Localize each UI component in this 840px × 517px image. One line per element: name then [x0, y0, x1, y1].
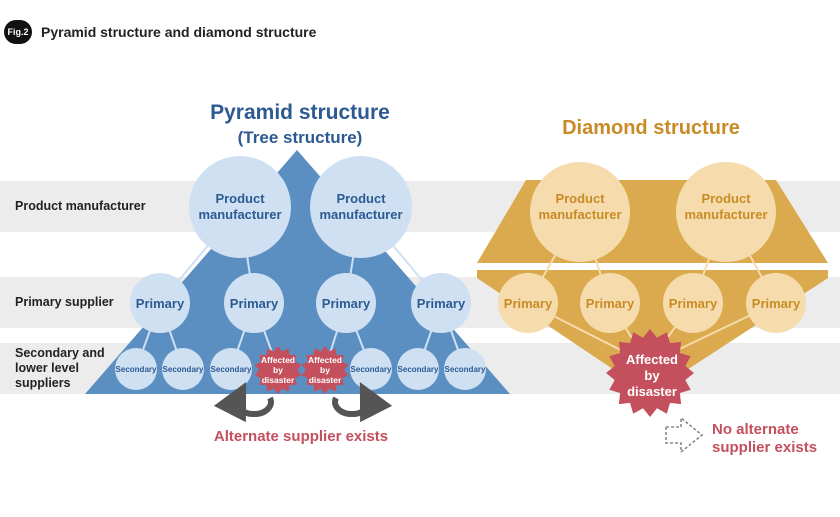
- svg-text:Affected: Affected: [626, 352, 678, 367]
- svg-text:Primary: Primary: [417, 296, 466, 311]
- pyramid-title: Pyramid structure: [210, 101, 390, 124]
- pyramid-note: Alternate supplier exists: [214, 428, 388, 445]
- pyramid-primary-node: Primary: [130, 273, 190, 333]
- svg-text:manufacturer: manufacturer: [538, 207, 621, 222]
- pyramid-affected-burst: Affected by disaster: [254, 346, 302, 394]
- svg-text:Primary: Primary: [322, 296, 371, 311]
- row-label-secondary-line: lower level: [15, 361, 79, 375]
- svg-text:manufacturer: manufacturer: [319, 207, 402, 222]
- svg-text:Secondary: Secondary: [398, 365, 439, 374]
- row-label-product: Product manufacturer: [15, 199, 146, 213]
- svg-text:Product: Product: [701, 191, 751, 206]
- figure-header: Fig.2 Pyramid structure and diamond stru…: [4, 20, 316, 44]
- diamond-primary-node: Primary: [498, 273, 558, 333]
- diamond-affected-burst: Affected by disaster: [606, 329, 694, 417]
- no-alternate-arrow-icon: [665, 416, 704, 454]
- svg-text:Secondary: Secondary: [163, 365, 204, 374]
- figure-title: Pyramid structure and diamond structure: [41, 24, 317, 40]
- svg-text:Secondary: Secondary: [116, 365, 157, 374]
- svg-text:Secondary: Secondary: [351, 365, 392, 374]
- pyramid-manufacturer-node: Product manufacturer: [310, 156, 412, 258]
- row-label-primary: Primary supplier: [15, 295, 114, 309]
- diamond-primary-node: Primary: [663, 273, 723, 333]
- diamond-manufacturer-node: Product manufacturer: [530, 162, 630, 262]
- svg-text:Primary: Primary: [504, 296, 553, 311]
- svg-text:Product: Product: [215, 191, 265, 206]
- pyramid-secondary-node: Secondary: [162, 348, 204, 390]
- pyramid-primary-node: Primary: [316, 273, 376, 333]
- pyramid-affected-burst: Affected by disaster: [301, 346, 349, 394]
- svg-text:disaster: disaster: [627, 384, 677, 399]
- svg-text:by: by: [320, 365, 330, 375]
- svg-text:Primary: Primary: [586, 296, 635, 311]
- svg-text:Product: Product: [555, 191, 605, 206]
- diamond-primary-node: Primary: [580, 273, 640, 333]
- diamond-manufacturer-node: Product manufacturer: [676, 162, 776, 262]
- row-label-secondary-line: suppliers: [15, 376, 71, 390]
- figure-badge: Fig.2: [4, 20, 32, 44]
- diamond-primary-node: Primary: [746, 273, 806, 333]
- svg-text:manufacturer: manufacturer: [684, 207, 767, 222]
- alternate-supplier-arrow-icon: [332, 381, 393, 423]
- svg-text:Secondary: Secondary: [211, 365, 252, 374]
- svg-text:Secondary: Secondary: [445, 365, 486, 374]
- pyramid-primary-node: Primary: [411, 273, 471, 333]
- diamond-top-shape: [477, 180, 828, 263]
- svg-text:Primary: Primary: [752, 296, 801, 311]
- pyramid-shape: [85, 150, 510, 394]
- alternate-supplier-arrow-icon: [213, 381, 274, 423]
- pyramid-secondary-node: Secondary: [115, 348, 157, 390]
- pyramid-manufacturer-node: Product manufacturer: [189, 156, 291, 258]
- svg-text:manufacturer: manufacturer: [198, 207, 281, 222]
- svg-text:Affected: Affected: [261, 355, 295, 365]
- svg-text:Primary: Primary: [669, 296, 718, 311]
- diamond-bottom-shape: [477, 270, 828, 394]
- pyramid-secondary-node: Secondary: [444, 348, 486, 390]
- row-label-secondary-line: Secondary and: [15, 346, 105, 360]
- svg-text:disaster: disaster: [309, 375, 342, 385]
- row-label-secondary: Secondary and lower level suppliers: [15, 346, 105, 391]
- pyramid-secondary-node: Secondary: [350, 348, 392, 390]
- pyramid-primary-node: Primary: [224, 273, 284, 333]
- diamond-title: Diamond structure: [562, 117, 740, 139]
- svg-text:Affected: Affected: [308, 355, 342, 365]
- svg-text:disaster: disaster: [262, 375, 295, 385]
- svg-text:Product: Product: [336, 191, 386, 206]
- svg-text:Primary: Primary: [230, 296, 279, 311]
- pyramid-secondary-node: Secondary: [210, 348, 252, 390]
- pyramid-subtitle: (Tree structure): [238, 128, 363, 147]
- diamond-note-line: No alternate: [712, 421, 799, 438]
- svg-text:by: by: [644, 368, 660, 383]
- pyramid-secondary-node: Secondary: [397, 348, 439, 390]
- svg-text:by: by: [273, 365, 283, 375]
- diamond-note-line: supplier exists: [712, 439, 817, 456]
- svg-text:Primary: Primary: [136, 296, 185, 311]
